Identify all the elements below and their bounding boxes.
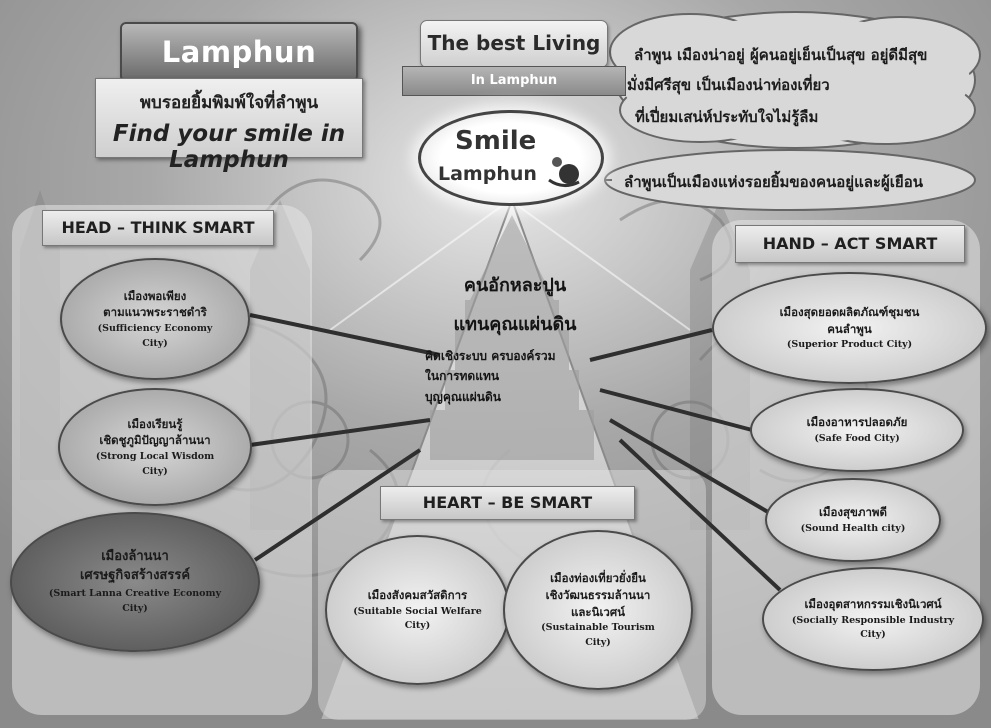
- head-item-thai: เมืองล้านนา: [101, 548, 169, 567]
- heart-item-thai: และนิเวศน์: [571, 604, 625, 621]
- hand-item-english: (Superior Product City): [787, 339, 912, 352]
- hand-item-thai: เมืองอุตสาหกรรมเชิงนิเวศน์: [804, 596, 941, 613]
- head-item-local-wisdom: เมืองเรียนรู้ เชิดชูภูมิปัญญาล้านนา (Str…: [58, 388, 252, 506]
- head-item-thai: เศรษฐกิจสร้างสรรค์: [80, 567, 190, 586]
- hand-item-safe-food: เมืองอาหารปลอดภัย (Safe Food City): [750, 388, 964, 472]
- head-item-thai: ตามแนวพระราชดำริ: [103, 304, 207, 321]
- hand-item-superior-product: เมืองสุดยอดผลิตภัณฑ์ชุมชน คนลำพูน (Super…: [712, 272, 987, 384]
- center-body-line: คิดเชิงระบบ ครบองค์รวม: [425, 346, 605, 366]
- head-item-creative-economy: เมืองล้านนา เศรษฐกิจสร้างสรรค์ (Smart La…: [10, 512, 260, 652]
- head-item-english: (Sufficiency Economy: [98, 323, 213, 336]
- center-body-line: ในการทดแทน: [425, 366, 605, 386]
- heart-item-thai: เมืองท่องเที่ยวยั่งยืน: [550, 570, 646, 587]
- hand-item-english: City): [860, 629, 886, 642]
- smile-decoration-icon: [545, 150, 585, 190]
- hand-item-sound-health: เมืองสุขภาพดี (Sound Health city): [765, 478, 941, 562]
- head-item-thai: เชิดชูภูมิปัญญาล้านนา: [99, 432, 210, 449]
- center-core-values: คนอักหละปูน แทนคุณแผ่นดิน คิดเชิงระบบ คร…: [425, 270, 605, 407]
- head-item-english: (Strong Local Wisdom: [96, 451, 214, 464]
- banner-title: The best Living: [420, 20, 608, 68]
- head-item-thai: เมืองเรียนรู้: [128, 416, 183, 433]
- subtitle-english: Find your smile in Lamphun: [96, 121, 362, 173]
- head-item-thai: เมืองพอเพียง: [124, 288, 186, 305]
- vision-cloud-line2: มั่งมีศรีสุข เป็นเมืองน่าท่องเที่ยว: [627, 73, 947, 97]
- heart-item-thai: เชิงวัฒนธรรมล้านนา: [546, 587, 651, 604]
- hand-item-english: (Socially Responsible Industry: [792, 615, 954, 628]
- head-think-smart-label: HEAD – THINK SMART: [42, 210, 274, 246]
- hand-item-english: (Sound Health city): [801, 523, 906, 536]
- center-title-line2: แทนคุณแผ่นดิน: [425, 309, 605, 338]
- vision-cloud-line1: ลำพูน เมืองน่าอยู่ ผู้คนอยู่เย็นเป็นสุข …: [634, 43, 974, 67]
- hand-item-thai: เมืองสุดยอดผลิตภัณฑ์ชุมชน: [780, 304, 920, 321]
- heart-item-english: (Suitable Social Welfare: [353, 606, 482, 619]
- hand-item-thai: เมืองอาหารปลอดภัย: [807, 414, 908, 431]
- center-body-line: บุญคุณแผ่นดิน: [425, 387, 605, 407]
- banner-subtitle: In Lamphun: [402, 66, 626, 96]
- heart-item-thai: เมืองสังคมสวัสดิการ: [368, 587, 468, 604]
- lamphun-word: Lamphun: [438, 163, 537, 185]
- head-item-english: City): [142, 466, 168, 479]
- smile-word: Smile: [455, 126, 536, 156]
- subtitle-thai: พบรอยยิ้มพิมพ์ใจที่ลำพูน: [96, 89, 362, 116]
- heart-be-smart-label: HEART – BE SMART: [380, 486, 635, 520]
- heart-item-english: (Sustainable Tourism: [541, 622, 655, 635]
- heart-item-english: City): [405, 620, 431, 633]
- center-title-line1: คนอักหละปูน: [425, 270, 605, 299]
- head-item-english: City): [142, 338, 168, 351]
- hand-item-english: (Safe Food City): [814, 433, 899, 446]
- vision-cloud-line3: ที่เปี่ยมเสน่ห์ประทับใจไม่รู้ลืม: [635, 105, 955, 129]
- center-body: คิดเชิงระบบ ครบองค์รวม ในการทดแทน บุญคุณ…: [425, 346, 605, 407]
- heart-item-sustainable-tourism: เมืองท่องเที่ยวยั่งยืน เชิงวัฒนธรรมล้านน…: [503, 530, 693, 690]
- mission-cloud-text: ลำพูนเป็นเมืองแห่งรอยยิ้มของคนอยู่และผู้…: [624, 170, 974, 194]
- hand-item-thai: เมืองสุขภาพดี: [819, 504, 887, 521]
- page-title: Lamphun Model: [120, 22, 358, 82]
- hand-item-responsible-industry: เมืองอุตสาหกรรมเชิงนิเวศน์ (Socially Res…: [762, 567, 984, 671]
- heart-item-social-welfare: เมืองสังคมสวัสดิการ (Suitable Social Wel…: [325, 535, 510, 685]
- heart-item-english: City): [585, 637, 611, 650]
- subtitle-box: พบรอยยิ้มพิมพ์ใจที่ลำพูน Find your smile…: [95, 78, 363, 158]
- head-item-english: City): [122, 603, 148, 616]
- head-item-english: (Smart Lanna Creative Economy: [49, 588, 221, 601]
- head-item-sufficiency-economy: เมืองพอเพียง ตามแนวพระราชดำริ (Sufficien…: [60, 258, 250, 380]
- hand-act-smart-label: HAND – ACT SMART: [735, 225, 965, 263]
- hand-item-thai: คนลำพูน: [827, 321, 872, 338]
